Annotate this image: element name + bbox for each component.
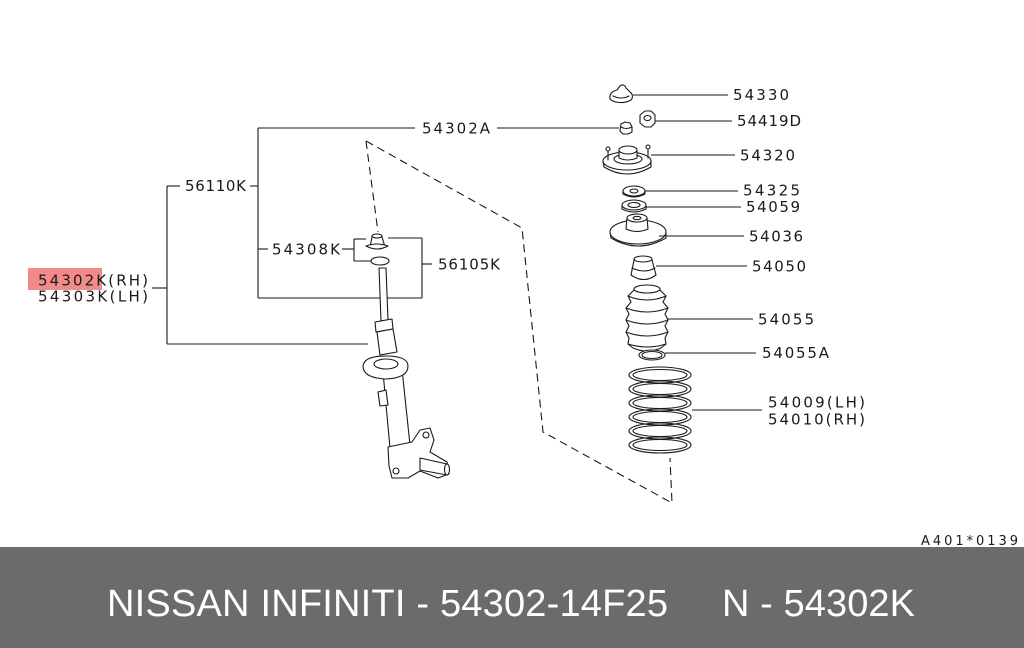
knuckle-spindle-end — [443, 463, 451, 476]
dashed-axis-strut — [365, 140, 379, 233]
callout-54302a: 54302A — [422, 120, 491, 138]
footer-banner-background — [0, 547, 1024, 648]
selected-part-highlight — [28, 268, 102, 290]
callout-54419d: 54419D — [737, 112, 801, 130]
piston-rod — [378, 267, 389, 322]
knuckle-arm-hole — [422, 431, 430, 439]
part-54419d-nut-hole — [643, 114, 652, 122]
callout-54320: 54320 — [740, 147, 795, 165]
strut-bracket — [377, 389, 389, 407]
left-bracket-lines — [152, 127, 619, 345]
part-54055-boot-fold-1 — [627, 295, 667, 301]
spring-coil-inner — [632, 396, 688, 410]
part-54320-stud-right-tip — [645, 144, 651, 150]
left-strut-assembly — [362, 233, 451, 479]
part-54050-bumper-ring — [631, 267, 656, 272]
spring-coil-outer — [628, 436, 692, 454]
callout-54009-lh: 54009(LH) — [768, 394, 865, 412]
part-54325-washer-hole — [629, 188, 639, 194]
callout-54302k-rh: 54302K(RH) — [38, 272, 148, 290]
part-54302a-nut-edge — [620, 126, 633, 130]
callout-54010-rh: 54010(RH) — [768, 411, 865, 429]
right-leader-lines — [633, 94, 762, 411]
callout-54055a: 54055A — [762, 344, 830, 362]
part-54055-boot-fold-3 — [625, 319, 669, 325]
bump-stop-cap-top — [371, 233, 383, 239]
part-54320-mount-boss-top — [618, 145, 638, 155]
knuckle-lower-hole — [392, 467, 400, 475]
strut-lower-tube — [382, 368, 411, 449]
spring-coil-inner — [632, 382, 688, 396]
right-exploded-parts — [602, 84, 692, 454]
footer-catalog-part-number: N - 54302K — [722, 583, 915, 625]
footer-banner: NISSAN INFINITI - 54302-14F25 N - 54302K — [0, 547, 1024, 648]
callout-54308k: 54308K — [272, 241, 341, 259]
part-54055-boot-fold-5 — [627, 343, 667, 348]
part-54055-boot-fold-4 — [625, 331, 669, 337]
callout-56110k: 56110K — [185, 177, 247, 195]
part-54330-cap-edge — [612, 95, 630, 99]
part-54036-seat-hole — [632, 215, 642, 221]
callout-54303k-lh: 54303K(LH) — [38, 288, 148, 306]
part-54055-boot-fold-2 — [625, 307, 669, 313]
callout-labels: 54302K(RH) 54303K(LH) 56110K 54302A 5430… — [38, 86, 1018, 549]
figure-code: A401*0139 — [921, 534, 1018, 549]
bump-stop-flange — [365, 243, 389, 250]
footer-brand-part-number: NISSAN INFINITI - 54302-14F25 — [107, 583, 668, 625]
spring-coil-inner — [632, 410, 688, 424]
callout-56105k: 56105K — [438, 256, 501, 274]
callout-54330: 54330 — [733, 86, 789, 104]
spring-coil-inner — [632, 368, 688, 382]
callout-54325: 54325 — [743, 182, 800, 200]
callout-54059: 54059 — [746, 198, 800, 216]
callout-54055: 54055 — [758, 311, 814, 329]
strut-spring-seat-inner — [373, 358, 399, 370]
part-54055-boot-top — [633, 284, 661, 294]
spring-coil-inner — [632, 438, 688, 452]
strut-upper-tube — [376, 328, 398, 356]
part-54330-cap — [609, 84, 633, 104]
part-54059-bearing-hole — [627, 201, 641, 209]
strut-washer — [370, 256, 390, 266]
callout-54050: 54050 — [752, 258, 806, 276]
part-54055-boot — [625, 289, 669, 352]
part-54050-bumper-top — [633, 255, 653, 263]
part-54055a-ring-inner — [641, 350, 663, 360]
spring-coil-inner — [632, 424, 688, 438]
part-54320-stud-left-tip — [605, 146, 611, 152]
part-coil-spring — [628, 366, 692, 454]
callout-54036: 54036 — [749, 228, 803, 246]
assembly-dashed-lines — [365, 140, 673, 504]
dashed-exploded-outline — [365, 140, 673, 504]
